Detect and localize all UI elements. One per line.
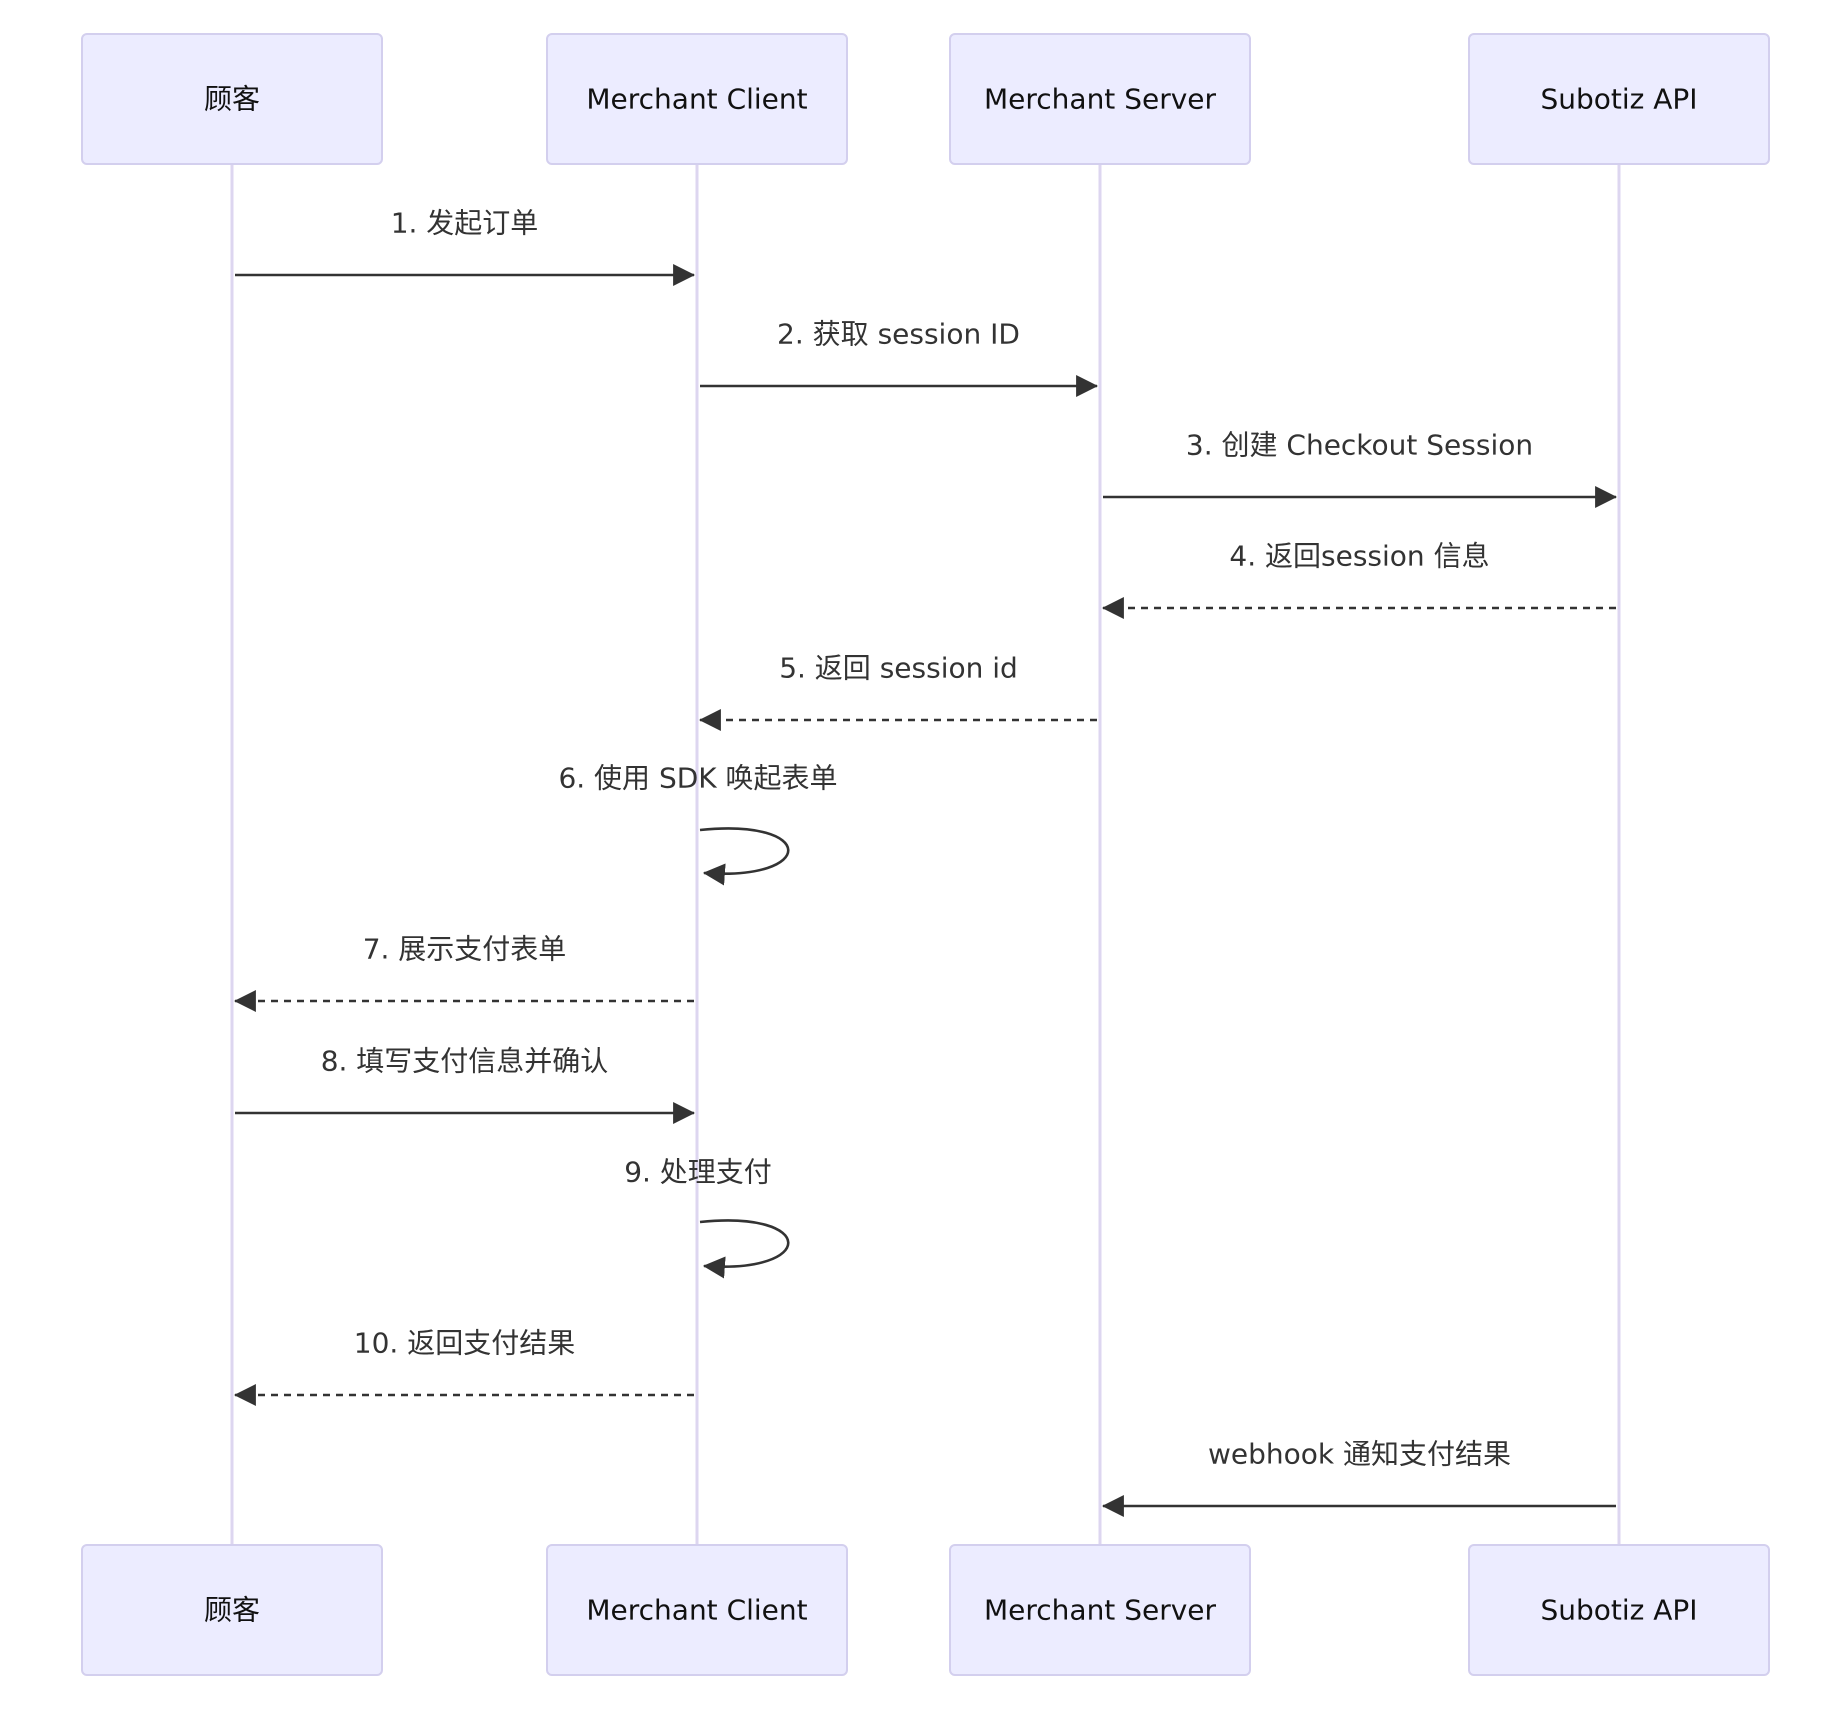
- actor-client-top[interactable]: Merchant Client: [546, 33, 848, 165]
- actor-customer-top[interactable]: 顾客: [81, 33, 383, 165]
- message-5: 5. 返回 session id: [698, 652, 1097, 731]
- actors-top: 顾客 Merchant Client Merchant Server Subotiz …: [81, 33, 1770, 165]
- actor-label: 顾客: [204, 83, 260, 116]
- actor-box: [546, 1544, 848, 1676]
- message-label: 10. 返回支付结果: [354, 1327, 575, 1360]
- actor-label: Merchant Client: [586, 83, 807, 116]
- actor-box: [81, 1544, 383, 1676]
- actor-server-top[interactable]: Merchant Server: [949, 33, 1251, 165]
- actor-label: Subotiz API: [1540, 83, 1697, 116]
- actor-label: 顾客: [204, 1594, 260, 1627]
- actor-box: [1468, 1544, 1770, 1676]
- message-label: 9. 处理支付: [624, 1156, 772, 1189]
- message-label: 8. 填写支付信息并确认: [321, 1045, 609, 1078]
- message-label: webhook 通知支付结果: [1208, 1438, 1511, 1471]
- message-9: 9. 处理支付: [624, 1156, 790, 1279]
- message-4: 4. 返回session 信息: [1101, 540, 1616, 619]
- message-label: 5. 返回 session id: [779, 652, 1018, 685]
- message-6: 6. 使用 SDK 唤起表单: [558, 762, 838, 886]
- actor-label: Merchant Server: [984, 1594, 1217, 1627]
- message-label: 4. 返回session 信息: [1229, 540, 1489, 573]
- actor-box: [949, 1544, 1251, 1676]
- message-label: 3. 创建 Checkout Session: [1186, 429, 1533, 462]
- actor-box: [1468, 33, 1770, 165]
- message-label: 6. 使用 SDK 唤起表单: [558, 762, 837, 795]
- message-label: 7. 展示支付表单: [363, 933, 567, 966]
- message-1: 1. 发起订单: [235, 207, 696, 286]
- message-8: 8. 填写支付信息并确认: [235, 1045, 696, 1124]
- actor-label: Merchant Client: [586, 1594, 807, 1627]
- actor-box: [546, 33, 848, 165]
- message-label: 1. 发起订单: [391, 207, 539, 240]
- actor-customer-bottom[interactable]: 顾客: [81, 1544, 383, 1676]
- message-11: webhook 通知支付结果: [1101, 1438, 1616, 1517]
- self-loop-arrow: [699, 827, 790, 886]
- message-7: 7. 展示支付表单: [233, 933, 694, 1012]
- message-10: 10. 返回支付结果: [233, 1327, 694, 1406]
- lifelines: [230, 164, 1621, 1545]
- actor-box: [81, 33, 383, 165]
- actor-server-bottom[interactable]: Merchant Server: [949, 1544, 1251, 1676]
- actor-api-bottom[interactable]: Subotiz API: [1468, 1544, 1770, 1676]
- message-3: 3. 创建 Checkout Session: [1103, 429, 1618, 508]
- message-2: 2. 获取 session ID: [700, 318, 1099, 397]
- actor-label: Merchant Server: [984, 83, 1217, 116]
- actors-bottom: 顾客 Merchant Client Merchant Server Subotiz …: [81, 1544, 1770, 1676]
- self-loop-arrow: [699, 1219, 790, 1279]
- actor-box: [949, 33, 1251, 165]
- message-label: 2. 获取 session ID: [777, 318, 1020, 351]
- actor-client-bottom[interactable]: Merchant Client: [546, 1544, 848, 1676]
- actor-api-top[interactable]: Subotiz API: [1468, 33, 1770, 165]
- actor-label: Subotiz API: [1540, 1594, 1697, 1627]
- messages: 1. 发起订单 2. 获取 session ID 3. 创建 Checkout Se…: [233, 207, 1618, 1517]
